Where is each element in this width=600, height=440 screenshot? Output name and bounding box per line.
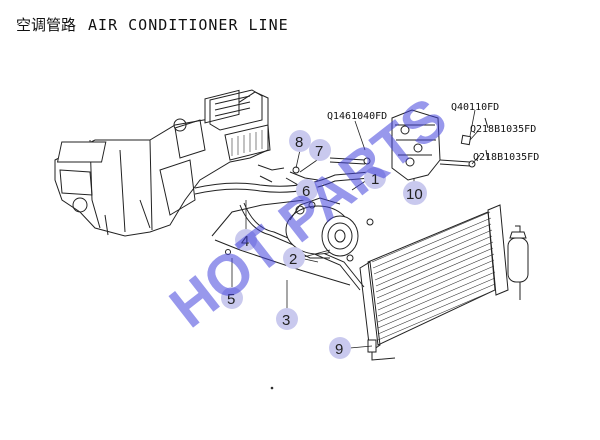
part-code-q40110fd: Q40110FD bbox=[451, 102, 499, 113]
callout-3[interactable]: 3 bbox=[276, 308, 298, 330]
callout-4[interactable]: 4 bbox=[235, 229, 257, 251]
callout-2[interactable]: 2 bbox=[283, 247, 305, 269]
callout-8-label: 8 bbox=[295, 134, 303, 151]
title-english: AIR CONDITIONER LINE bbox=[88, 16, 289, 34]
callout-7[interactable]: 7 bbox=[309, 139, 331, 161]
page-title: 空调管路 AIR CONDITIONER LINE bbox=[16, 14, 289, 35]
callout-2-label: 2 bbox=[289, 251, 297, 268]
callout-10-label: 10 bbox=[406, 186, 423, 203]
part-code-q218b1035fd-lower: Q218B1035FD bbox=[473, 152, 539, 163]
hvac-unit bbox=[54, 89, 271, 237]
callout-8[interactable]: 8 bbox=[289, 130, 311, 152]
callout-10[interactable]: 10 bbox=[403, 181, 427, 205]
callout-1[interactable]: 1 bbox=[364, 167, 386, 189]
condenser bbox=[359, 204, 509, 361]
bracket-assembly bbox=[329, 109, 489, 181]
callout-6-label: 6 bbox=[302, 183, 310, 200]
callout-5[interactable]: 5 bbox=[221, 287, 243, 309]
callout-3-label: 3 bbox=[282, 312, 290, 329]
callout-1-label: 1 bbox=[371, 171, 379, 188]
callout-6[interactable]: 6 bbox=[296, 179, 318, 201]
callout-7-label: 7 bbox=[315, 143, 323, 160]
callout-4-label: 4 bbox=[241, 233, 249, 250]
callout-9-label: 9 bbox=[335, 341, 343, 358]
part-code-q218b1035fd-upper: Q218B1035FD bbox=[470, 124, 536, 135]
part-code-q1461040fd: Q1461040FD bbox=[327, 111, 387, 122]
receiver-drier bbox=[507, 225, 529, 300]
title-chinese: 空调管路 bbox=[16, 16, 77, 34]
compressor bbox=[285, 197, 359, 259]
callout-9[interactable]: 9 bbox=[329, 337, 351, 359]
callout-5-label: 5 bbox=[227, 291, 235, 308]
ac-hoses bbox=[194, 164, 371, 291]
